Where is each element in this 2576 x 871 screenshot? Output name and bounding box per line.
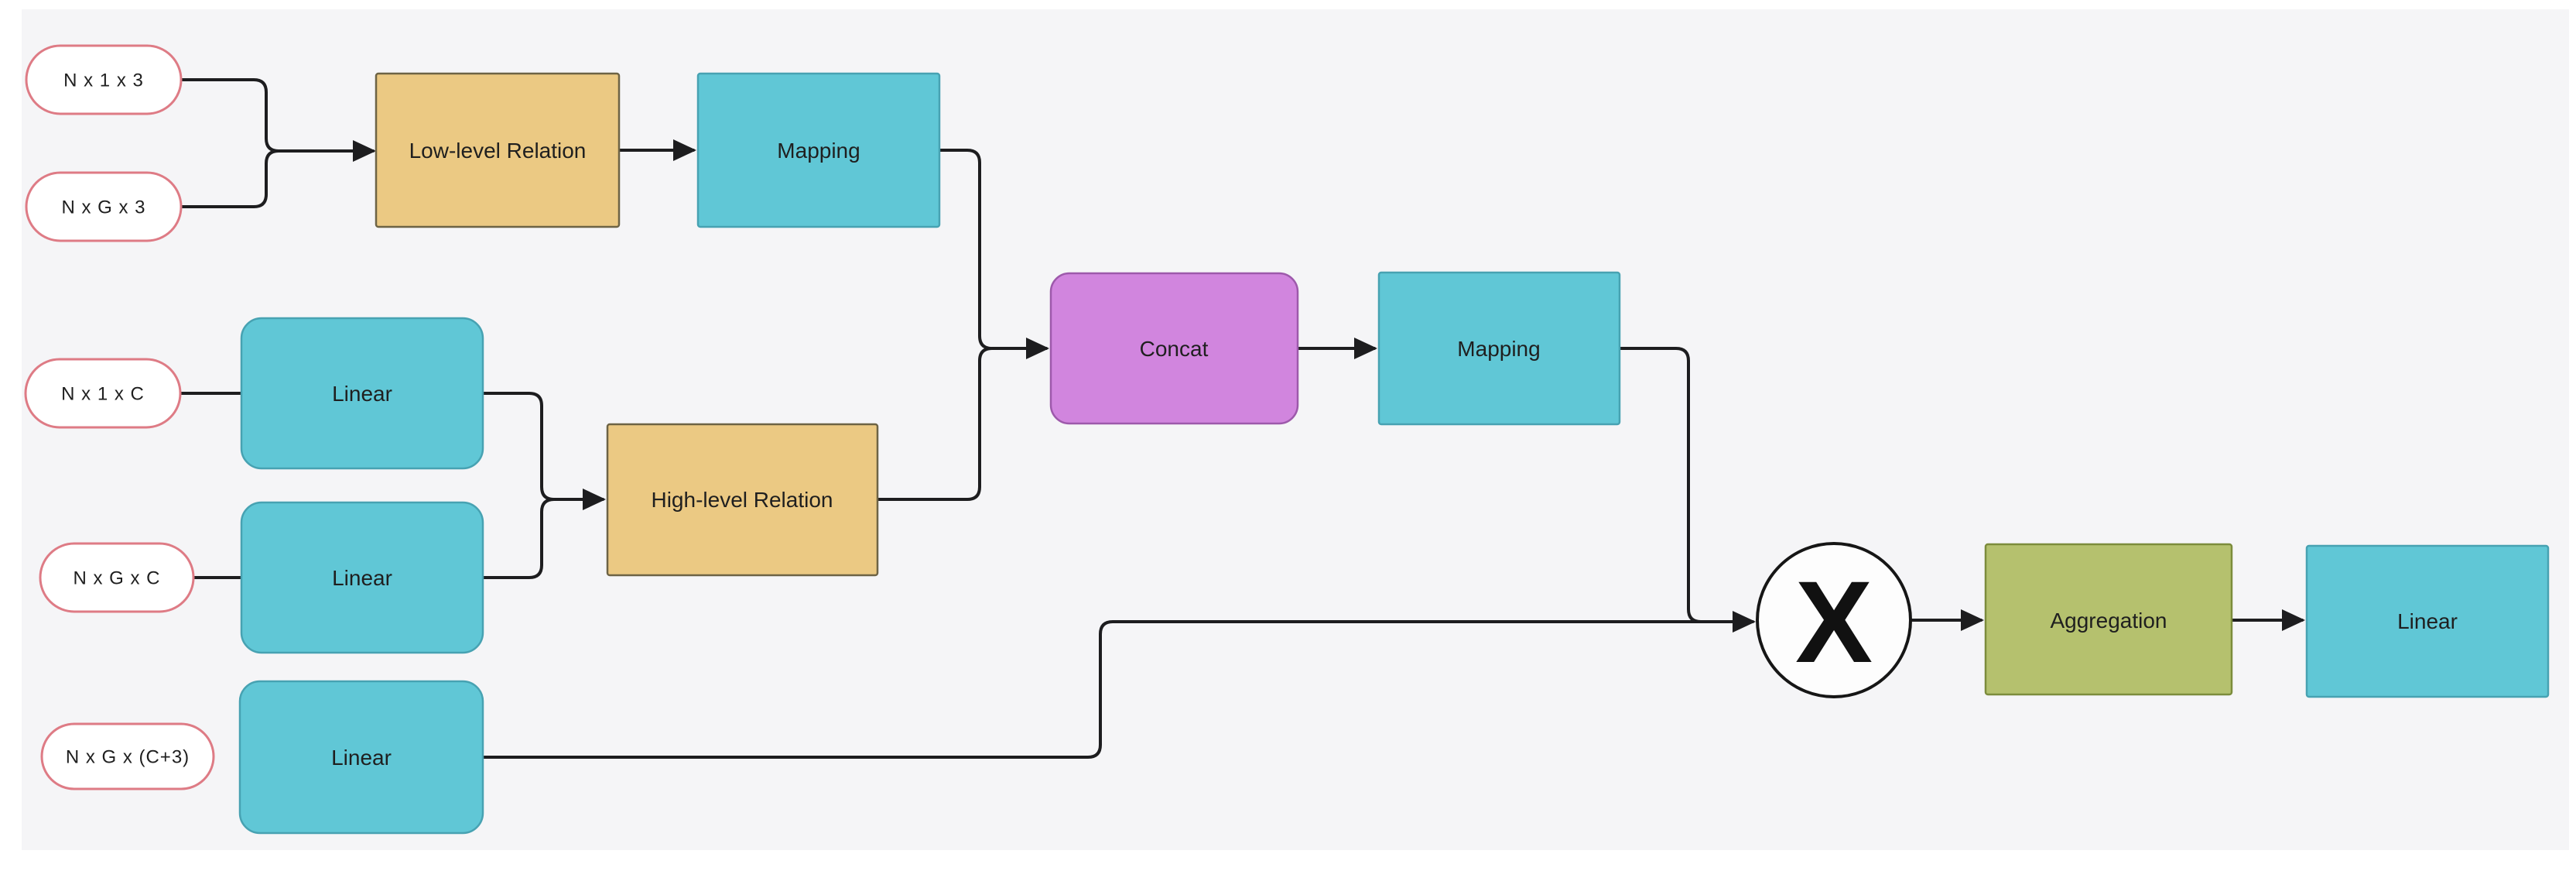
node-low-level-relation: Low-level Relation bbox=[375, 72, 621, 228]
block-shape bbox=[240, 501, 484, 654]
edge-linearbottom-to-multiply bbox=[481, 611, 1756, 759]
input-label: N x 1 x 3 bbox=[63, 70, 144, 91]
node-aggregation: Aggregation bbox=[1984, 543, 2233, 696]
node-multiply: X bbox=[1756, 542, 1912, 698]
input-label: N x G x C bbox=[73, 568, 160, 588]
node-linear-bottom: Linear bbox=[238, 680, 484, 835]
block-shape bbox=[1984, 543, 2233, 696]
pill-shape bbox=[25, 44, 183, 115]
multiply-circle bbox=[1756, 542, 1912, 698]
block-label: Mapping bbox=[777, 139, 860, 163]
block-label: Linear bbox=[331, 746, 392, 770]
node-mapping-top: Mapping bbox=[696, 72, 941, 228]
node-input-n1x3: N x 1 x 3 bbox=[25, 44, 183, 115]
block-shape bbox=[238, 680, 484, 835]
block-label: Linear bbox=[332, 566, 392, 590]
block-label: Linear bbox=[332, 382, 392, 406]
block-shape bbox=[1377, 271, 1621, 426]
node-input-ngxc3: N x G x (C+3) bbox=[40, 722, 215, 790]
node-linear-middle: Linear bbox=[240, 501, 484, 654]
block-label: Aggregation bbox=[2050, 609, 2167, 633]
block-label: Mapping bbox=[1457, 337, 1540, 361]
block-shape bbox=[696, 72, 941, 228]
node-linear-final: Linear bbox=[2305, 544, 2550, 698]
block-shape bbox=[375, 72, 621, 228]
edge-layer bbox=[179, 78, 2305, 759]
edge-highlevel-to-merge bbox=[876, 347, 994, 501]
node-high-level-relation: High-level Relation bbox=[606, 423, 879, 577]
block-label: Low-level Relation bbox=[409, 139, 587, 163]
block-shape bbox=[1049, 272, 1299, 425]
pill-shape bbox=[39, 542, 195, 613]
pill-shape bbox=[24, 358, 182, 429]
input-label: N x 1 x C bbox=[61, 383, 145, 404]
edge-linear2-to-merge bbox=[481, 498, 556, 579]
node-input-n1xc: N x 1 x C bbox=[24, 358, 182, 429]
edge-ngx3-to-merge bbox=[180, 149, 280, 208]
input-label: N x G x (C+3) bbox=[66, 746, 190, 767]
block-label: Linear bbox=[2397, 609, 2458, 633]
block-shape bbox=[2305, 544, 2550, 698]
block-shape bbox=[240, 317, 484, 470]
node-concat: Concat bbox=[1049, 272, 1299, 425]
pill-shape bbox=[40, 722, 215, 790]
pill-shape bbox=[25, 171, 183, 242]
block-label: Concat bbox=[1140, 337, 1209, 361]
block-shape bbox=[606, 423, 879, 577]
block-label: High-level Relation bbox=[651, 488, 833, 512]
multiply-icon: X bbox=[1795, 557, 1873, 687]
node-input-ngx3: N x G x 3 bbox=[25, 171, 183, 242]
node-mapping-middle: Mapping bbox=[1377, 271, 1621, 426]
node-linear-top: Linear bbox=[240, 317, 484, 470]
input-label: N x G x 3 bbox=[61, 197, 145, 218]
node-input-ngxc: N x G x C bbox=[39, 542, 195, 613]
